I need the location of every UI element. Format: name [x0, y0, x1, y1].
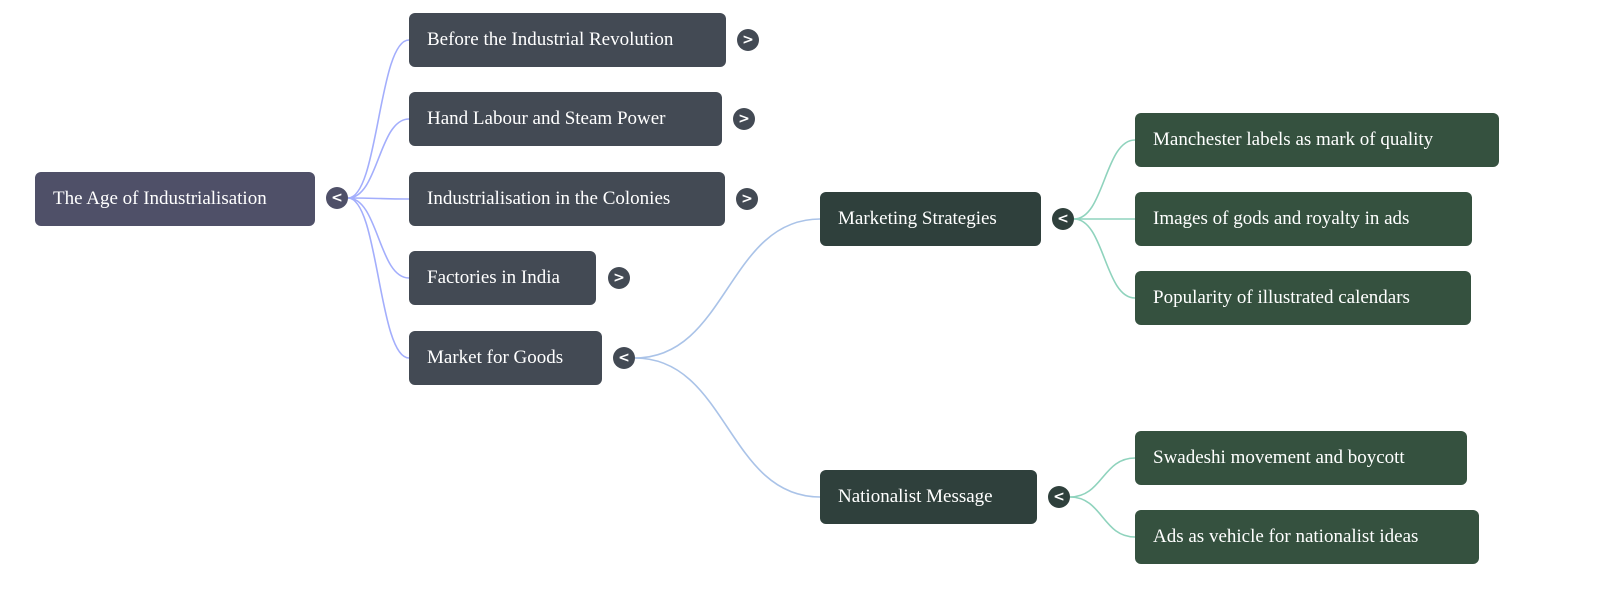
- leaf-node[interactable]: Images of gods and royalty in ads: [1135, 192, 1472, 246]
- connector-line: [347, 197, 410, 279]
- chapter-node[interactable]: Before the Industrial Revolution: [409, 13, 726, 67]
- connector-line: [347, 197, 410, 200]
- leaf-node[interactable]: Ads as vehicle for nationalist ideas: [1135, 510, 1479, 564]
- connector-line: [1069, 496, 1136, 538]
- topic-node[interactable]: Marketing Strategies: [820, 192, 1041, 246]
- topic-node[interactable]: Nationalist Message: [820, 470, 1037, 524]
- collapse-toggle[interactable]: <: [1048, 486, 1070, 508]
- chapter-node[interactable]: Hand Labour and Steam Power: [409, 92, 722, 146]
- connector-line: [347, 197, 410, 359]
- collapse-toggle[interactable]: <: [1052, 208, 1074, 230]
- connector-line: [347, 39, 410, 199]
- expand-toggle[interactable]: >: [736, 188, 758, 210]
- leaf-node[interactable]: Manchester labels as mark of quality: [1135, 113, 1499, 167]
- connector-line: [1073, 218, 1136, 299]
- connector-line: [634, 357, 821, 498]
- expand-toggle[interactable]: >: [733, 108, 755, 130]
- leaf-node[interactable]: Popularity of illustrated calendars: [1135, 271, 1471, 325]
- collapse-toggle[interactable]: <: [613, 347, 635, 369]
- root-node[interactable]: The Age of Industrialisation: [35, 172, 315, 226]
- chapter-node[interactable]: Factories in India: [409, 251, 596, 305]
- connector-line: [347, 118, 410, 199]
- connector-line: [634, 218, 821, 359]
- chapter-node[interactable]: Market for Goods: [409, 331, 602, 385]
- root-collapse-toggle[interactable]: <: [326, 187, 348, 209]
- expand-toggle[interactable]: >: [608, 267, 630, 289]
- chapter-node[interactable]: Industrialisation in the Colonies: [409, 172, 725, 226]
- expand-toggle[interactable]: >: [737, 29, 759, 51]
- connector-line: [1073, 139, 1136, 220]
- connector-line: [1069, 457, 1136, 498]
- leaf-node[interactable]: Swadeshi movement and boycott: [1135, 431, 1467, 485]
